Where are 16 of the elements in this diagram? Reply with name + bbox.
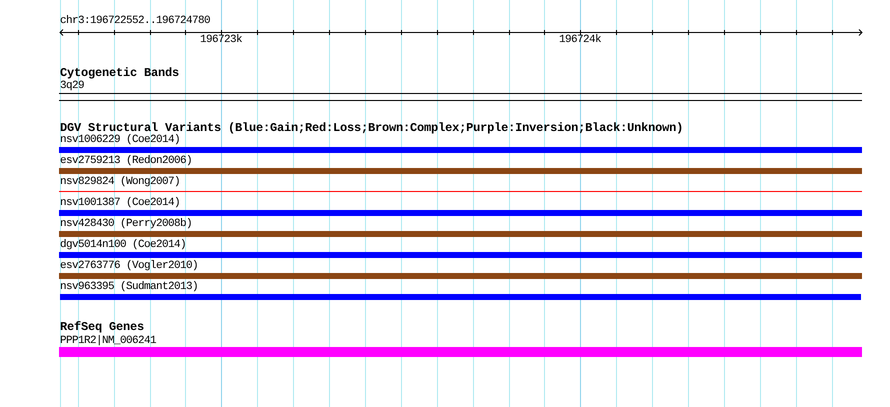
variant-label: esv2759213 (Redon2006): [60, 155, 192, 167]
variant-label: dgv5014n100 (Coe2014): [60, 239, 186, 251]
variant-label: nsv829824 (Wong2007): [60, 176, 180, 188]
region-coordinates: chr3:196722552..196724780: [60, 15, 210, 27]
gene-label: PPP1R2|NM_006241: [60, 335, 156, 347]
track-title: Cytogenetic Bands: [60, 67, 180, 80]
variant-label: esv2763776 (Vogler2010): [60, 260, 198, 272]
variant-label: nsv1006229 (Coe2014): [60, 134, 180, 146]
band-label: 3q29: [60, 80, 84, 92]
variant-label: nsv428430 (Perry2008b): [60, 218, 192, 230]
track-title: RefSeq Genes: [60, 321, 144, 334]
tick-label: 196724k: [559, 34, 602, 46]
variant-label: nsv1001387 (Coe2014): [60, 197, 180, 209]
track-title: DGV Structural Variants (Blue:Gain;Red:Loss;Brown:Complex;Purple:Inversion;Black:Unknown): [60, 122, 684, 135]
variant-label: nsv963395 (Sudmant2013): [60, 281, 198, 293]
tick-label: 196723k: [200, 34, 242, 46]
